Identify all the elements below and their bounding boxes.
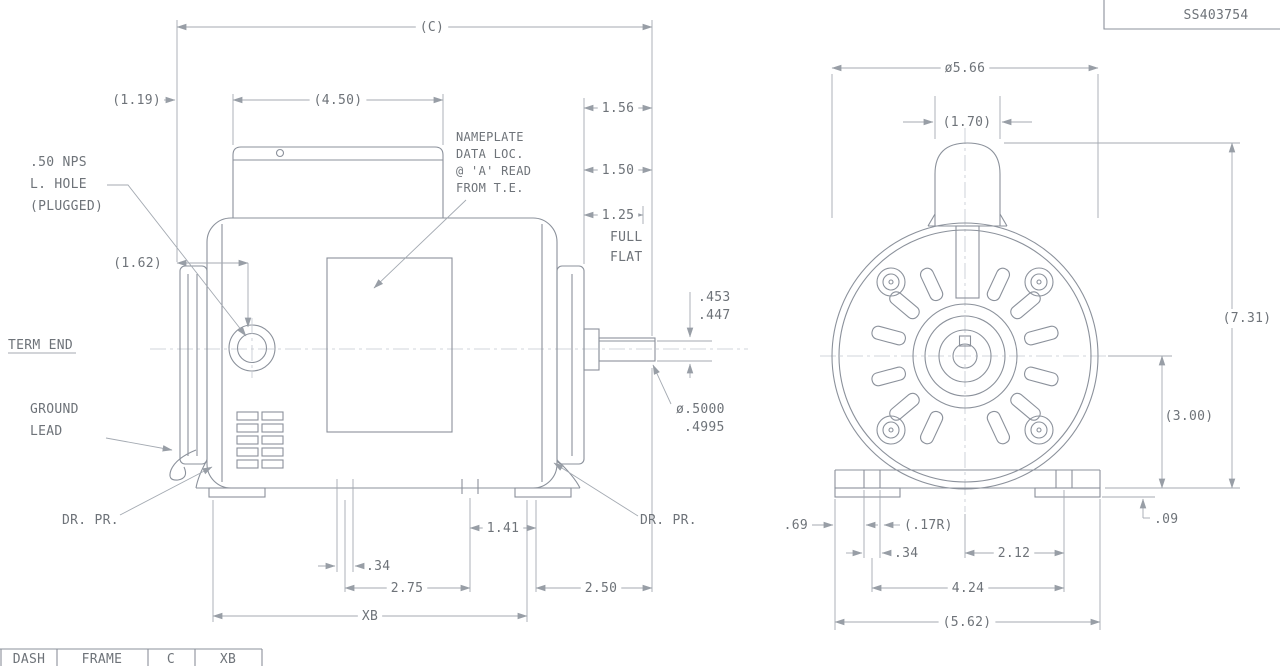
dim-label-end-34: .34 <box>894 546 918 561</box>
dim-label-2-75: 2.75 <box>391 581 424 596</box>
dim-label-backing <box>947 579 989 598</box>
table-header-frame: FRAME <box>82 652 123 666</box>
dim-label-dia-5-66: ø5.66 <box>945 61 986 76</box>
nps-note-line3: (PLUGGED) <box>30 199 103 214</box>
dim-label-xb: XB <box>362 609 378 624</box>
foot-pad-left <box>208 487 266 498</box>
radial-vent-slots <box>871 267 1059 445</box>
ground-lead-label-line1: GROUND <box>30 402 79 417</box>
dim-label-447: .447 <box>698 308 731 323</box>
dim-label-backing <box>993 544 1035 563</box>
motor-shell <box>831 222 1099 490</box>
nps-note-line1: .50 NPS <box>30 155 87 170</box>
table-header-xb: XB <box>220 652 236 666</box>
drain-note-left: DR. PR. <box>62 513 119 528</box>
end-view-motor-outline <box>820 128 1118 512</box>
table-header-dash: DASH <box>13 652 46 666</box>
dim-label-full: FULL <box>610 230 643 245</box>
dimension-table: DASH FRAME C XB <box>0 648 263 666</box>
nameplate-note-line4: FROM T.E. <box>456 181 524 195</box>
dim-label-backing <box>482 519 524 538</box>
drive-end-bracket <box>556 265 585 465</box>
dim-label-1-56: 1.56 <box>602 101 635 116</box>
dim-label-3-00: (3.00) <box>1165 409 1214 424</box>
dim-label-backing <box>597 99 639 118</box>
dim-label-2-50: 2.50 <box>585 581 618 596</box>
end-view-dimensions: ø5.66 (1.70) (7.31) (3.00) .09 .69 (.17R… <box>784 59 1276 632</box>
dim-label-backing <box>309 91 367 110</box>
dim-label-1-50: 1.50 <box>602 163 635 178</box>
title-block: SS403754 <box>1103 0 1280 30</box>
dim-label-5-62: (5.62) <box>943 615 992 630</box>
dim-label-453: .453 <box>698 290 731 305</box>
dim-label-backing <box>357 607 383 626</box>
dim-label-backing <box>597 206 639 225</box>
part-number: SS403754 <box>1183 8 1248 23</box>
conduit-box-end-view <box>934 142 1001 226</box>
dim-label-backing <box>580 579 622 598</box>
dim-label-69: .69 <box>784 518 808 533</box>
shaft-boss <box>583 328 600 371</box>
dim-label-4-50: (4.50) <box>314 93 363 108</box>
dim-label-flat: FLAT <box>610 250 643 265</box>
conduit-box <box>232 146 444 218</box>
dim-label-backing <box>1218 309 1276 328</box>
dim-label-backing <box>415 18 449 37</box>
dim-label-backing <box>938 613 996 632</box>
nameplate-note-line3: @ 'A' READ <box>456 164 531 178</box>
nameplate-note-line2: DATA LOC. <box>456 147 524 161</box>
dim-label-17r: (.17R) <box>904 518 953 533</box>
shaft-end <box>952 343 978 369</box>
table-header-c: C <box>167 652 175 666</box>
dim-label-backing <box>386 579 428 598</box>
dim-label-7-31: (7.31) <box>1223 311 1272 326</box>
dim-label-5000: ø.5000 <box>676 402 725 417</box>
dim-label-4995: .4995 <box>684 420 725 435</box>
dim-label-09: .09 <box>1154 512 1178 527</box>
dim-label-2-12: 2.12 <box>998 546 1031 561</box>
term-end-bracket <box>179 265 208 465</box>
nps-note-line2: L. HOLE <box>30 177 87 192</box>
dim-label-4-24: 4.24 <box>952 581 985 596</box>
dim-label-34: .34 <box>366 559 390 574</box>
drain-note-right: DR. PR. <box>640 513 697 528</box>
dim-label-1-41: 1.41 <box>487 521 520 536</box>
dim-label-1-19: (1.19) <box>112 93 161 108</box>
dim-label-1-62: (1.62) <box>113 256 162 271</box>
nameplate <box>326 257 453 433</box>
term-end-label: TERM END <box>8 338 73 353</box>
ground-lead-label-line2: LEAD <box>30 424 63 439</box>
dim-label-backing <box>940 59 990 78</box>
dim-label-1-70: (1.70) <box>943 115 992 130</box>
vent-slots <box>236 411 284 469</box>
dim-label-1-25: 1.25 <box>602 208 635 223</box>
ground-lead-wire <box>169 449 197 481</box>
nameplate-note-line1: NAMEPLATE <box>456 130 524 144</box>
side-view-motor-outline <box>150 146 748 498</box>
side-view-dimensions: (C) (1.19) (4.50) 1.56 1.50 1.25 FULL FL… <box>8 18 731 626</box>
mounting-base <box>834 469 1101 498</box>
keyway <box>958 335 972 347</box>
bolt-bosses <box>876 267 1054 445</box>
dim-label-backing <box>597 161 639 180</box>
dim-label-c: (C) <box>420 20 444 35</box>
foot-pad-right <box>514 487 572 498</box>
shaft <box>598 337 656 362</box>
terminal-tab <box>955 225 980 299</box>
